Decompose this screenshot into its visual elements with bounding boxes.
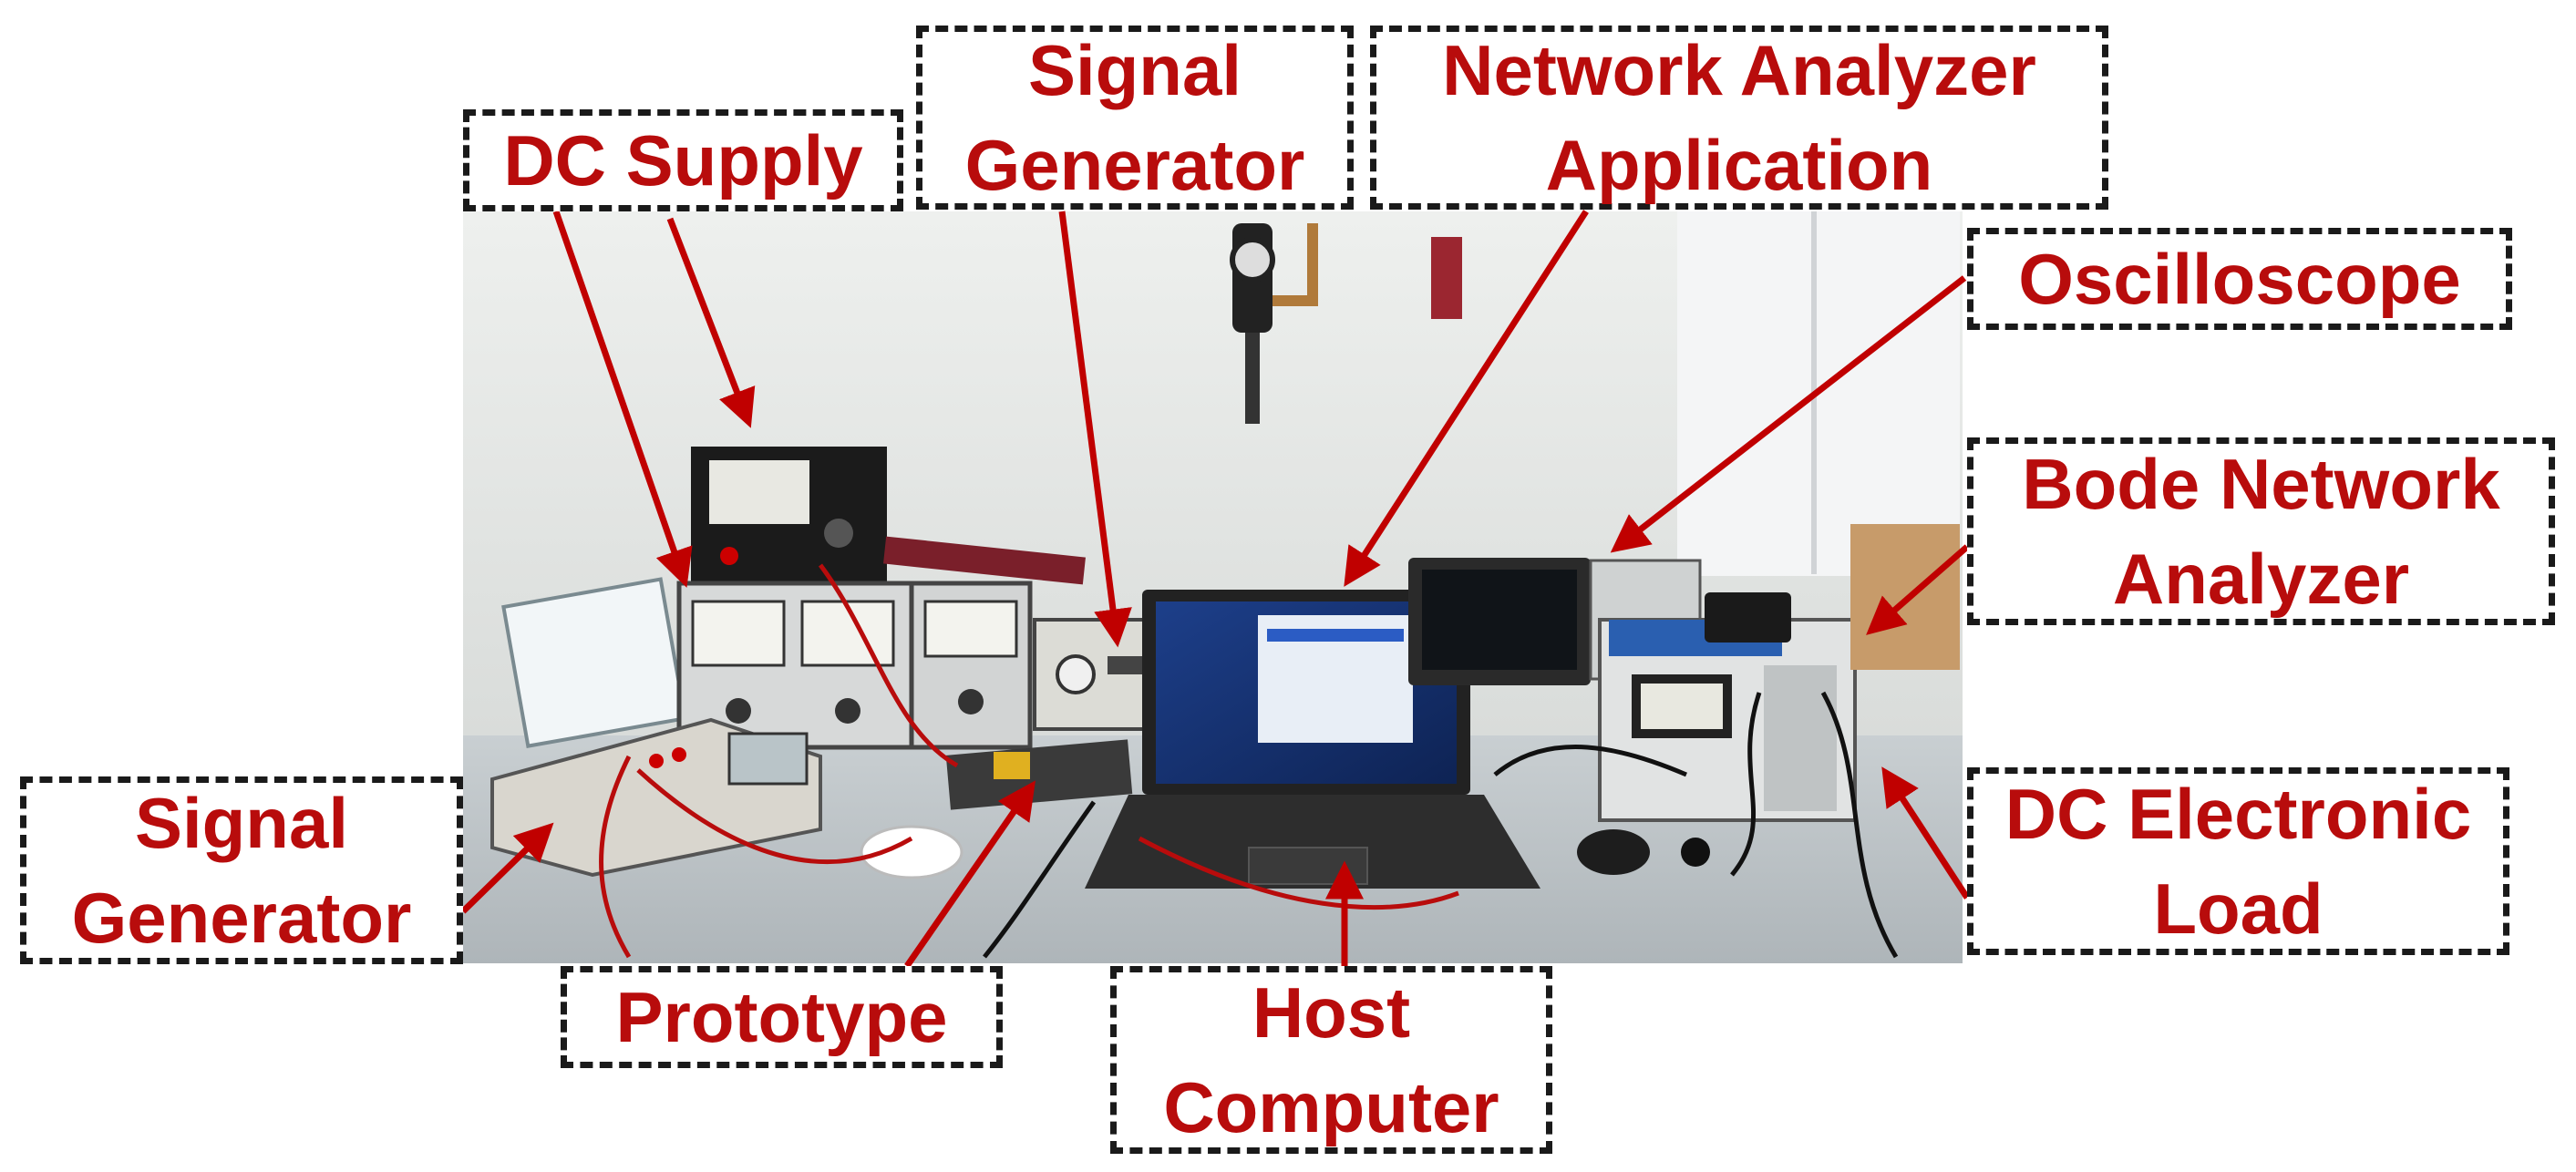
label-dc-supply: DC Supply <box>463 109 903 211</box>
mouse <box>1577 829 1650 875</box>
wall-tag <box>1431 237 1462 319</box>
arrow-bode-analyzer <box>1866 544 1970 635</box>
label-host-computer: Host Computer <box>1110 966 1552 1154</box>
pressure-regulator <box>1230 223 1318 424</box>
label-signal-generator-left: Signal Generator <box>20 776 463 964</box>
dc-supply-equipment <box>676 447 1033 750</box>
arrow-dc-load <box>1881 766 1970 900</box>
label-prototype: Prototype <box>561 966 1003 1068</box>
label-bode-network-analyzer: Bode Network Analyzer <box>1967 437 2555 625</box>
whiteboard-card <box>501 577 687 748</box>
label-signal-generator-top: Signal Generator <box>916 26 1354 210</box>
label-dc-electronic-load: DC Electronic Load <box>1967 767 2509 955</box>
photo <box>463 211 1963 963</box>
signal-generator-front-equipment <box>490 717 822 878</box>
label-network-analyzer-app: Network Analyzer Application <box>1370 26 2108 210</box>
arrow-dc-supply-2 <box>666 217 756 428</box>
prototype-board <box>860 739 1133 879</box>
annotation-arrows <box>460 210 1970 968</box>
arrow-dc-supply-1 <box>552 210 693 588</box>
arrow-signal-gen-left <box>460 822 554 914</box>
electronic-load-equipment <box>1598 592 1857 822</box>
label-oscilloscope: Oscilloscope <box>1967 228 2512 330</box>
arrow-prototype <box>904 780 1036 968</box>
arrow-network-analyzer-app <box>1344 210 1589 587</box>
arrow-signal-gen-top <box>1058 211 1132 648</box>
notebook <box>883 536 1086 585</box>
cables <box>599 563 1899 959</box>
arrow-oscilloscope <box>1610 275 1967 553</box>
